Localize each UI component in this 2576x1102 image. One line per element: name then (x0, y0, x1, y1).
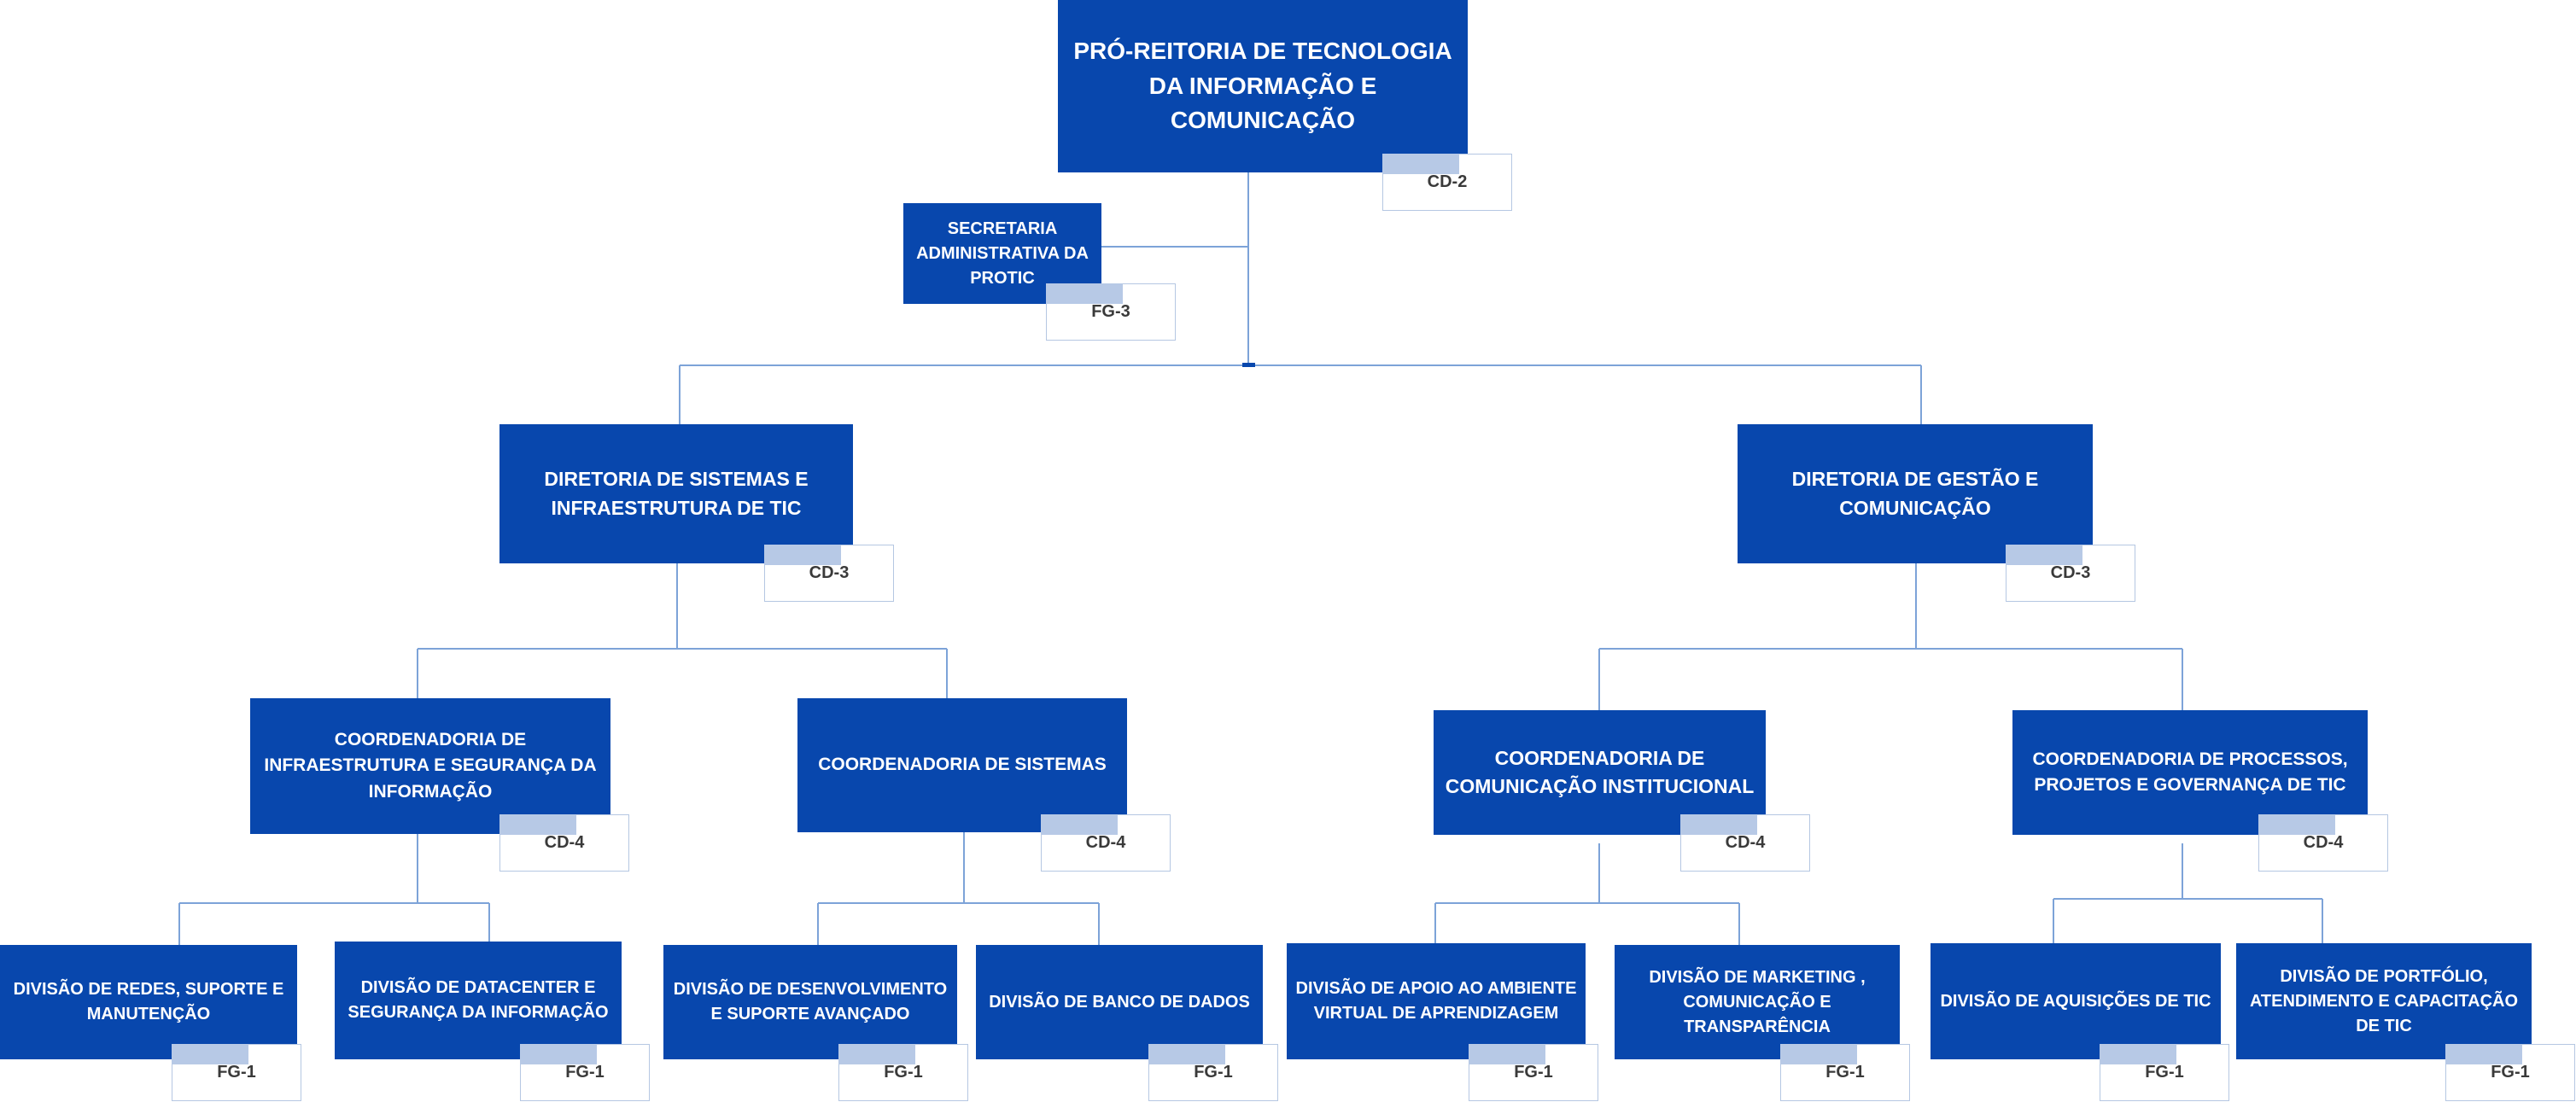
divisao-code-badge: FG-1 (1468, 1043, 1598, 1101)
divisao-box: DIVISÃO DE DATACENTER E SEGURANÇA DA INF… (335, 942, 622, 1059)
divisao-box: DIVISÃO DE APOIO AO AMBIENTE VIRTUAL DE … (1287, 943, 1586, 1059)
coordenadoria-code-badge: CD-4 (2258, 813, 2388, 872)
secretaria-code-badge: FG-3 (1045, 283, 1176, 341)
coordenadoria-title: COORDENADORIA DE COMUNICAÇÃO INSTITUCION… (1445, 746, 1755, 797)
coordenadoria-code: CD-4 (1725, 833, 1766, 852)
diretoria-title: DIRETORIA DE GESTÃO E COMUNICAÇÃO (1791, 468, 2039, 519)
divisao-title: DIVISÃO DE MARKETING , COMUNICAÇÃO E TRA… (1649, 967, 1866, 1036)
divisao-title: DIVISÃO DE APOIO AO AMBIENTE VIRTUAL DE … (1295, 979, 1577, 1023)
secretaria-title: SECRETARIA ADMINISTRATIVA DA PROTIC (916, 219, 1089, 288)
divisao-box: DIVISÃO DE AQUISIÇÕES DE TIC (1931, 943, 2221, 1059)
coordenadoria-code: CD-4 (2303, 833, 2344, 852)
divisao-code: FG-1 (884, 1063, 923, 1082)
junction-marker (1242, 363, 1255, 367)
divisao-box: DIVISÃO DE REDES, SUPORTE E MANUTENÇÃO (0, 945, 297, 1059)
divisao-title: DIVISÃO DE AQUISIÇÕES DE TIC (1940, 991, 2211, 1011)
divisao-code: FG-1 (1825, 1063, 1865, 1082)
coordenadoria-code-badge: CD-4 (499, 813, 629, 872)
divisao-box: DIVISÃO DE BANCO DE DADOS (976, 945, 1263, 1059)
diretoria-title: DIRETORIA DE SISTEMAS E INFRAESTRUTURA D… (544, 468, 809, 519)
coordenadoria-title: COORDENADORIA DE SISTEMAS (818, 755, 1107, 775)
divisao-code: FG-1 (565, 1063, 605, 1082)
root-title: PRÓ-REITORIA DE TECNOLOGIA DA INFORMAÇÃO… (1073, 38, 1452, 134)
diretoria-code-badge: CD-3 (2005, 544, 2135, 602)
divisao-code: FG-1 (2491, 1063, 2530, 1082)
divisao-code-badge: FG-1 (838, 1043, 968, 1101)
divisao-box: DIVISÃO DE PORTFÓLIO, ATENDIMENTO E CAPA… (2236, 943, 2532, 1059)
divisao-box: DIVISÃO DE MARKETING , COMUNICAÇÃO E TRA… (1615, 945, 1900, 1059)
coordenadoria-box: COORDENADORIA DE INFRAESTRUTURA E SEGURA… (250, 698, 610, 834)
secretaria-code: FG-3 (1091, 302, 1130, 321)
diretoria-box: DIRETORIA DE GESTÃO E COMUNICAÇÃO (1738, 424, 2093, 563)
divisao-code-badge: FG-1 (2099, 1043, 2229, 1101)
coordenadoria-box: COORDENADORIA DE SISTEMAS (797, 698, 1127, 832)
divisao-code-badge: FG-1 (171, 1043, 301, 1101)
divisao-code: FG-1 (2145, 1063, 2184, 1082)
divisao-title: DIVISÃO DE DATACENTER E SEGURANÇA DA INF… (348, 978, 609, 1022)
divisao-title: DIVISÃO DE PORTFÓLIO, ATENDIMENTO E CAPA… (2249, 966, 2519, 1035)
root-code-badge: CD-2 (1381, 153, 1512, 211)
divisao-code: FG-1 (1194, 1063, 1233, 1082)
divisao-box: DIVISÃO DE DESENVOLVIMENTO E SUPORTE AVA… (663, 945, 957, 1059)
divisao-title: DIVISÃO DE BANCO DE DADOS (989, 992, 1250, 1012)
coordenadoria-title: COORDENADORIA DE INFRAESTRUTURA E SEGURA… (264, 729, 597, 802)
diretoria-box: DIRETORIA DE SISTEMAS E INFRAESTRUTURA D… (499, 424, 853, 563)
divisao-code-badge: FG-1 (519, 1043, 650, 1101)
root-code: CD-2 (1427, 172, 1468, 191)
coordenadoria-title: COORDENADORIA DE PROCESSOS, PROJETOS E G… (2032, 749, 2348, 795)
coordenadoria-code-badge: CD-4 (1040, 813, 1171, 872)
root-box: PRÓ-REITORIA DE TECNOLOGIA DA INFORMAÇÃO… (1058, 0, 1468, 172)
coordenadoria-code: CD-4 (1085, 833, 1126, 852)
divisao-code: FG-1 (217, 1063, 256, 1082)
divisao-code-badge: FG-1 (2445, 1043, 2575, 1101)
divisao-code-badge: FG-1 (1779, 1043, 1910, 1101)
divisao-title: DIVISÃO DE REDES, SUPORTE E MANUTENÇÃO (13, 980, 284, 1023)
diretoria-code-badge: CD-3 (763, 544, 894, 602)
coordenadoria-code: CD-4 (544, 833, 585, 852)
divisao-title: DIVISÃO DE DESENVOLVIMENTO E SUPORTE AVA… (673, 980, 948, 1023)
diretoria-code: CD-3 (2050, 563, 2091, 582)
coordenadoria-code-badge: CD-4 (1679, 813, 1810, 872)
divisao-code: FG-1 (1514, 1063, 1553, 1082)
diretoria-code: CD-3 (809, 563, 850, 582)
divisao-code-badge: FG-1 (1148, 1043, 1278, 1101)
